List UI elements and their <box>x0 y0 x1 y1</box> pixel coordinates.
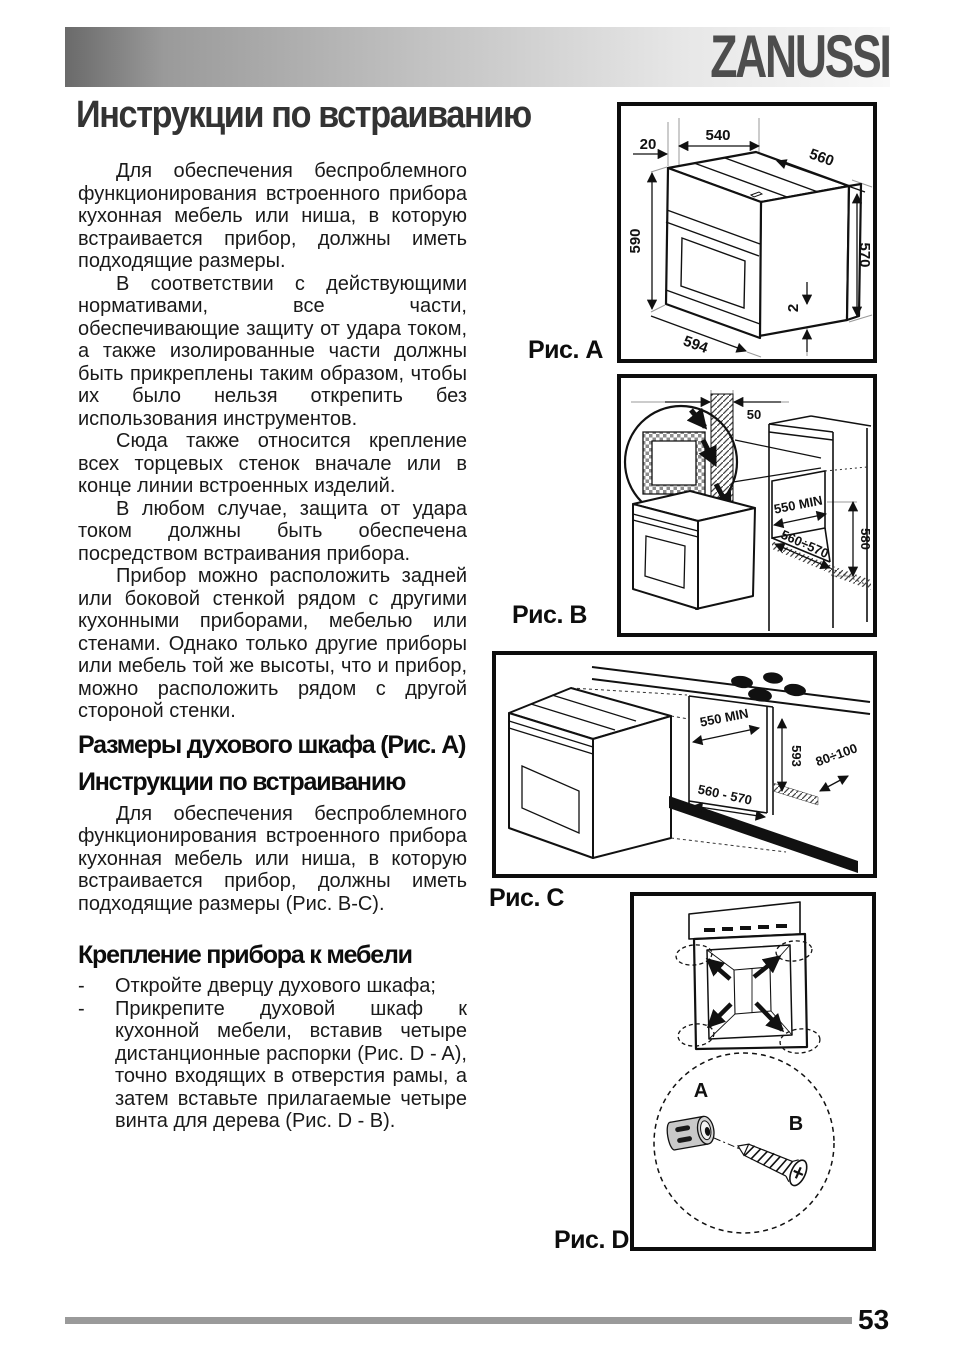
dim-20: 20 <box>640 136 657 153</box>
fixing-parts-drawing: A B <box>653 901 835 1234</box>
page-number: 53 <box>858 1304 890 1335</box>
bullet-dash: - <box>78 975 85 997</box>
figure-a-box: 20 540 560 590 570 594 2 <box>617 102 877 363</box>
paragraph-2: В соответствии с действующими нормативам… <box>78 272 467 430</box>
dim-2: 2 <box>785 304 802 312</box>
figure-b-caption: Рис. B <box>512 601 587 629</box>
figure-c-box: 550 MIN 593 560 - 570 80÷100 <box>492 651 877 878</box>
section-heading-fixing: Крепление прибора к мебели <box>78 941 413 969</box>
dim-560: 560 <box>807 146 836 171</box>
bullet-list: - Откройте дверцу духового шкафа; - Прик… <box>78 975 467 1133</box>
dim-550min: 550 MIN <box>699 706 750 730</box>
article-column: Для обеспечения беспроблемного функциони… <box>78 160 467 1133</box>
brand-logo: ZANUSSI <box>709 23 892 90</box>
dim-570: 570 <box>856 242 873 267</box>
figure-b-box: 50 550 MIN 560÷570 580 <box>617 374 877 637</box>
paragraph-1: Для обеспечения беспроблемного функциони… <box>78 160 467 272</box>
dim-540: 540 <box>705 127 730 144</box>
label-spacer-a: A <box>694 1080 708 1102</box>
dim-550min: 550 MIN <box>773 493 824 517</box>
list-item: - Прикрепите духовой шкаф к кухонной меб… <box>78 998 467 1133</box>
page-title: Инструкции по встраиванию <box>76 94 532 136</box>
figure-d-box: A B <box>630 892 876 1251</box>
paragraph-4: В любом случае, защита от удара током до… <box>78 497 467 565</box>
footer-rule <box>65 1317 852 1324</box>
section-heading-building-in: Инструкции по встраиванию <box>78 767 406 796</box>
spacer-part-drawing <box>666 1115 715 1151</box>
list-item-text: Прикрепите духовой шкаф к кухонной мебел… <box>115 997 467 1133</box>
figure-a-caption: Рис. A <box>528 336 603 364</box>
list-item: - Откройте дверцу духового шкафа; <box>78 975 467 998</box>
header-gradient-bar: ZANUSSI <box>65 23 892 90</box>
section-heading-oven-dimensions: Размеры духового шкафа (Рис. А) <box>78 730 466 759</box>
undercounter-installation-drawing: 550 MIN 593 560 - 570 80÷100 <box>508 666 871 873</box>
paragraph-3: Сюда также относится крепление всех торц… <box>78 430 467 497</box>
bullet-dash: - <box>78 997 85 1020</box>
figure-c-caption: Рис. C <box>489 884 564 912</box>
column-installation-drawing: 50 550 MIN 560÷570 580 <box>623 390 873 631</box>
screw-part-drawing <box>737 1143 808 1187</box>
paragraph-6: Для обеспечения беспроблемного функциони… <box>78 802 467 915</box>
dim-580: 580 <box>858 528 873 550</box>
paragraph-5: Прибор можно расположить задней или боко… <box>78 565 467 722</box>
dim-50: 50 <box>747 407 761 422</box>
dim-590: 590 <box>627 228 644 253</box>
label-screw-b: B <box>789 1113 803 1135</box>
dim-80-100: 80÷100 <box>814 740 860 769</box>
dim-593: 593 <box>789 745 804 767</box>
figure-d-caption: Рис. D <box>554 1226 629 1254</box>
list-item-text: Откройте дверцу духового шкафа; <box>115 975 436 997</box>
oven-dimensions-drawing: 20 540 560 590 570 594 2 <box>627 118 873 358</box>
